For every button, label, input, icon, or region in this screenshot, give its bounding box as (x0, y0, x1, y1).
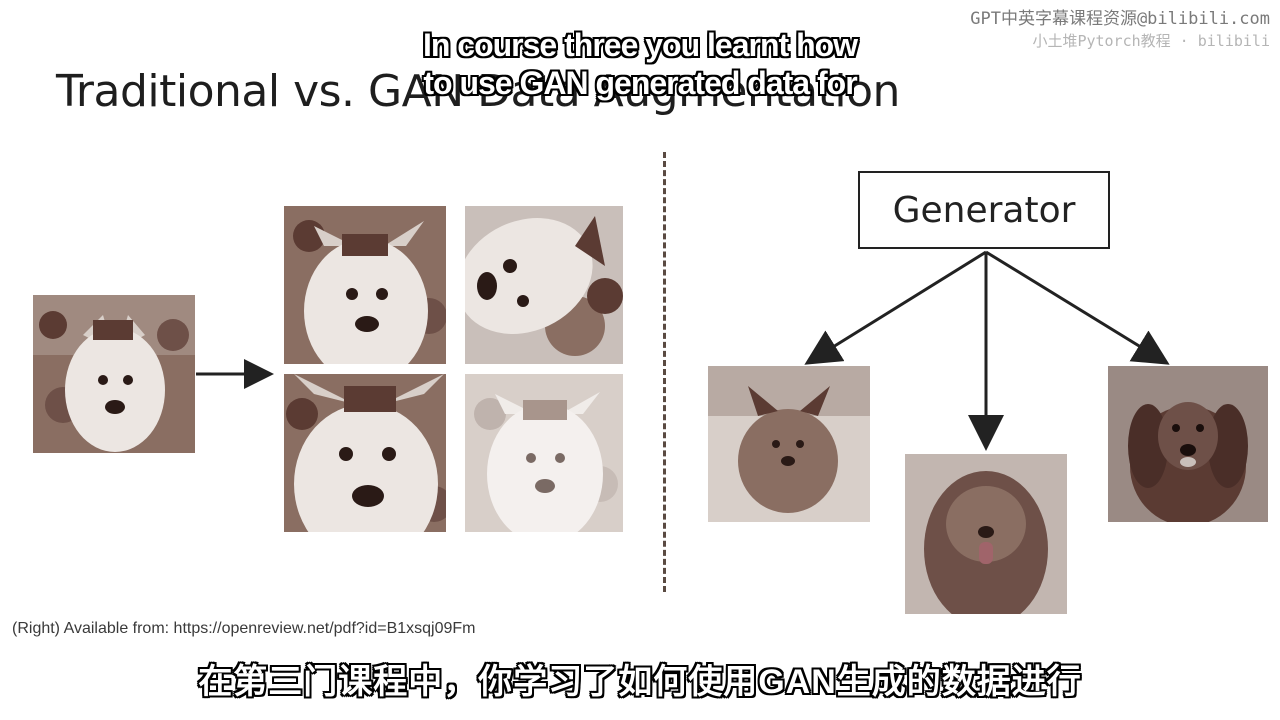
chinese-subtitle: 在第三门课程中，你学习了如何使用GAN生成的数据进行 (198, 663, 1082, 701)
watermark: GPT中英字幕课程资源@bilibili.com 小土堆Pytorch教程 · … (970, 8, 1270, 52)
augmented-dog-faded-photo (465, 374, 623, 532)
augmented-dog-zoom-photo (284, 374, 446, 532)
section-divider (663, 152, 666, 592)
watermark-line1: GPT中英字幕课程资源@bilibili.com (970, 9, 1270, 29)
english-subtitle-line2: to use GAN generated data for (423, 65, 857, 101)
english-subtitle-line1: In course three you learnt how (422, 27, 858, 63)
augmented-dog-crop-photo (284, 206, 446, 364)
english-subtitle: In course three you learnt how to use GA… (0, 26, 1280, 102)
generator-box: Generator (858, 171, 1110, 249)
augmented-dog-rotated-photo (465, 206, 623, 364)
generated-spaniel-photo (1108, 366, 1268, 522)
watermark-line2: 小土堆Pytorch教程 · bilibili (1032, 32, 1270, 50)
original-dog-photo (33, 295, 195, 453)
generated-yorkie-photo (708, 366, 870, 522)
generated-shaggy-dog-photo (905, 454, 1067, 614)
slide-title: Traditional vs. GAN Data Augmentation (56, 66, 900, 117)
source-caption: (Right) Available from: https://openrevi… (12, 620, 476, 637)
